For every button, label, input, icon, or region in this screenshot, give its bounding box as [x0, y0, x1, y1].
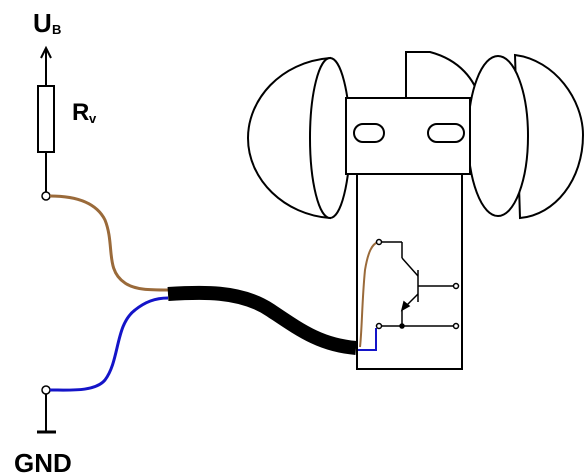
left-arm-slot: [353, 123, 385, 143]
sensor-housing: [356, 173, 463, 370]
anemometer-head: [246, 51, 585, 220]
left-cup: [246, 56, 331, 220]
back-cup: [405, 51, 482, 101]
supply-voltage-subscript: B: [52, 22, 61, 37]
output-terminal: [452, 322, 460, 330]
emitter-terminal: [375, 322, 383, 330]
brown-wire-outer: [49, 194, 169, 292]
emitter-arrow: [400, 300, 411, 312]
junction-dot: [399, 323, 405, 329]
right-cup: [513, 53, 585, 220]
series-resistor: [37, 85, 55, 153]
brown-wire-internal: [359, 241, 379, 348]
right-arm-slot: [427, 123, 465, 143]
resistor-subscript: v: [89, 111, 97, 126]
supply-arrow: [40, 45, 52, 86]
base-terminal: [452, 282, 460, 290]
ground-terminal: [41, 385, 51, 395]
blue-wire-outer: [49, 296, 169, 392]
transistor-circuit: [375, 238, 460, 330]
supply-voltage-label: U: [33, 8, 52, 38]
right-cup-rim: [467, 55, 529, 217]
blue-wire-internal: [358, 328, 377, 351]
left-cup-rim: [309, 57, 351, 219]
sensor-cable: [167, 285, 357, 355]
upper-terminal: [41, 191, 51, 201]
ground-label: GND: [14, 448, 72, 476]
resistor-label: R: [72, 99, 89, 126]
collector-terminal: [375, 238, 383, 246]
